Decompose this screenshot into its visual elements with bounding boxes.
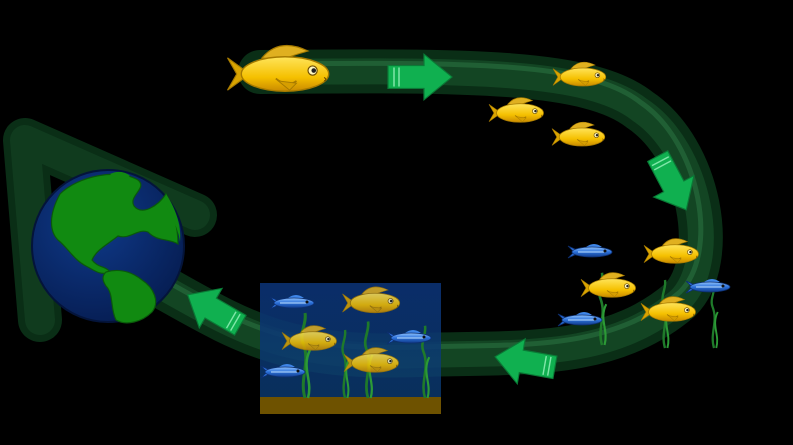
fish-icon: [488, 97, 545, 123]
aquarium-tank-icon: [260, 283, 441, 414]
fish-icon: [567, 243, 613, 259]
fish-icon: [557, 311, 603, 327]
earth-globe-icon: [31, 169, 185, 324]
fish-icon: [551, 121, 606, 147]
fish-icon: [580, 272, 637, 298]
